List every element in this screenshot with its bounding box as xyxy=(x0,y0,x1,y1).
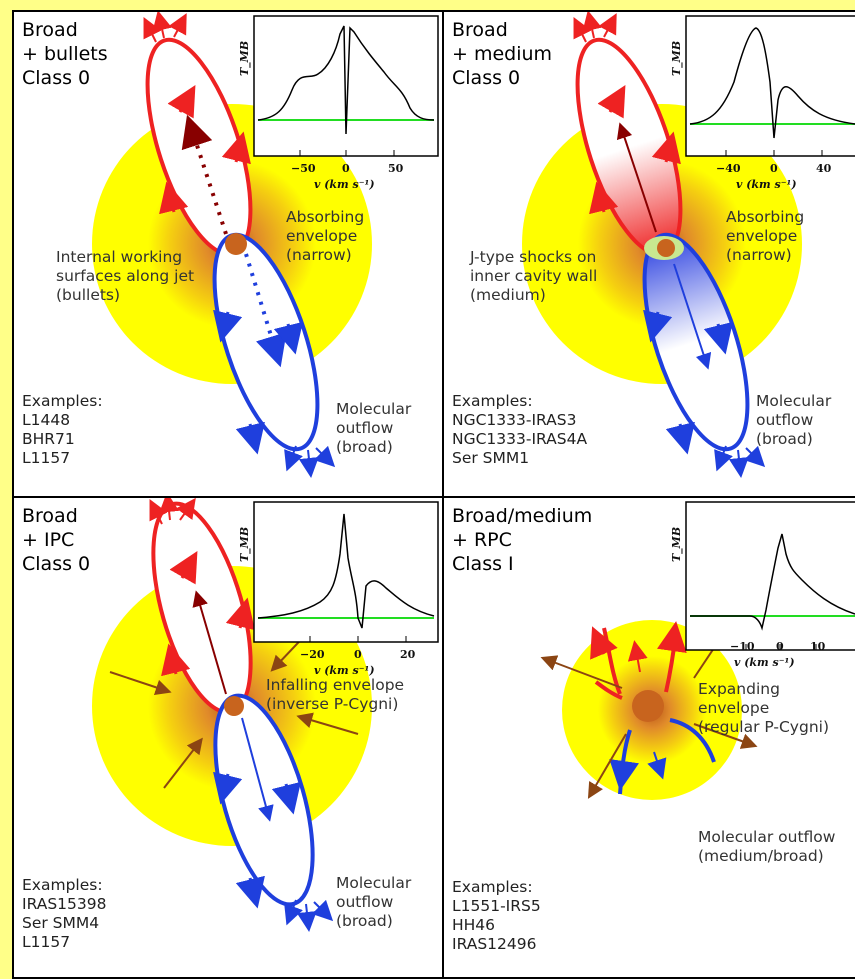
x-axis-label: v (km s⁻¹) xyxy=(314,178,375,191)
envelope-label: Absorbing envelope (narrow) xyxy=(286,208,365,264)
tick-label: 40 xyxy=(816,162,832,175)
tick-label: −40 xyxy=(716,162,741,175)
panel-title: Broad + IPC Class 0 xyxy=(22,505,91,576)
panel-4-art: −10 0 10 v (km s⁻¹) T_MB xyxy=(540,501,855,800)
envelope-label: Expanding envelope (regular P-Cygni) xyxy=(698,680,829,736)
y-axis-label: T_MB xyxy=(670,41,684,76)
panel-1-art: −50 0 50 v (km s⁻¹) T_MB xyxy=(92,12,439,478)
tick-label: −20 xyxy=(300,648,325,661)
y-axis-label: T_MB xyxy=(670,527,684,562)
spectrum-plot-1: −50 0 50 v (km s⁻¹) T_MB xyxy=(238,15,439,191)
blue-lobe xyxy=(642,232,750,452)
spectrum-plot-2: −40 0 40 v (km s⁻¹) T_MB xyxy=(670,15,855,191)
figure-grid: −50 0 50 v (km s⁻¹) T_MB Broad + bullets… xyxy=(12,10,855,979)
tick-label: 0 xyxy=(770,162,778,175)
examples-list: Examples: L1448 BHR71 L1157 xyxy=(22,392,103,467)
panel-broad-medium: −40 0 40 v (km s⁻¹) T_MB Broad + medium … xyxy=(444,12,855,496)
outflow-label: Molecular outflow (broad) xyxy=(336,400,412,456)
panel-broad-medium-rpc: −10 0 10 v (km s⁻¹) T_MB Broad/medium + … xyxy=(444,498,855,977)
outflow-label: Molecular outflow (broad) xyxy=(336,874,412,930)
panel-broad-bullets: −50 0 50 v (km s⁻¹) T_MB Broad + bullets… xyxy=(14,12,442,496)
envelope-label: Infalling envelope (inverse P-Cygni) xyxy=(266,676,405,713)
examples-list: Examples: IRAS15398 Ser SMM4 L1157 xyxy=(22,876,107,951)
panel-title: Broad/medium + RPC Class I xyxy=(452,505,593,576)
y-axis-label: T_MB xyxy=(238,41,252,76)
panel-2-art: −40 0 40 v (km s⁻¹) T_MB xyxy=(522,12,855,478)
panel-broad-ipc: −20 0 20 v (km s⁻¹) T_MB Broad + IPC Cla… xyxy=(14,498,442,977)
spectrum-line xyxy=(257,25,435,135)
tick-label: 0 xyxy=(342,162,350,175)
x-axis-label: v (km s⁻¹) xyxy=(736,178,797,191)
outflow-label: Molecular outflow (medium/broad) xyxy=(698,828,836,865)
tick-label: 20 xyxy=(400,648,416,661)
panel-title: Broad + medium Class 0 xyxy=(452,19,553,90)
tick-label: −10 xyxy=(730,640,755,653)
tick-label: 10 xyxy=(810,640,826,653)
x-axis-label: v (km s⁻¹) xyxy=(734,656,795,669)
panel-3-art: −20 0 20 v (km s⁻¹) T_MB xyxy=(92,498,439,932)
x-axis-label: v (km s⁻¹) xyxy=(314,664,375,677)
inner-label: J-type shocks on inner cavity wall (medi… xyxy=(470,248,598,304)
spectrum-plot-4: −10 0 10 v (km s⁻¹) T_MB xyxy=(670,501,855,669)
tick-label: 50 xyxy=(388,162,404,175)
tick-label: 0 xyxy=(354,648,362,661)
inner-label: Internal working surfaces along jet (bul… xyxy=(56,248,195,304)
envelope-label: Absorbing envelope (narrow) xyxy=(726,208,805,264)
examples-list: Examples: NGC1333-IRAS3 NGC1333-IRAS4A S… xyxy=(452,392,588,467)
spectrum-plot-3: −20 0 20 v (km s⁻¹) T_MB xyxy=(238,501,439,677)
tick-label: −50 xyxy=(291,162,316,175)
panel-title: Broad + bullets Class 0 xyxy=(22,19,108,90)
outflow-label: Molecular outflow (broad) xyxy=(756,392,832,448)
examples-list: Examples: L1551-IRS5 HH46 IRAS12496 xyxy=(452,878,541,953)
tick-label: 0 xyxy=(776,640,784,653)
y-axis-label: T_MB xyxy=(238,527,252,562)
